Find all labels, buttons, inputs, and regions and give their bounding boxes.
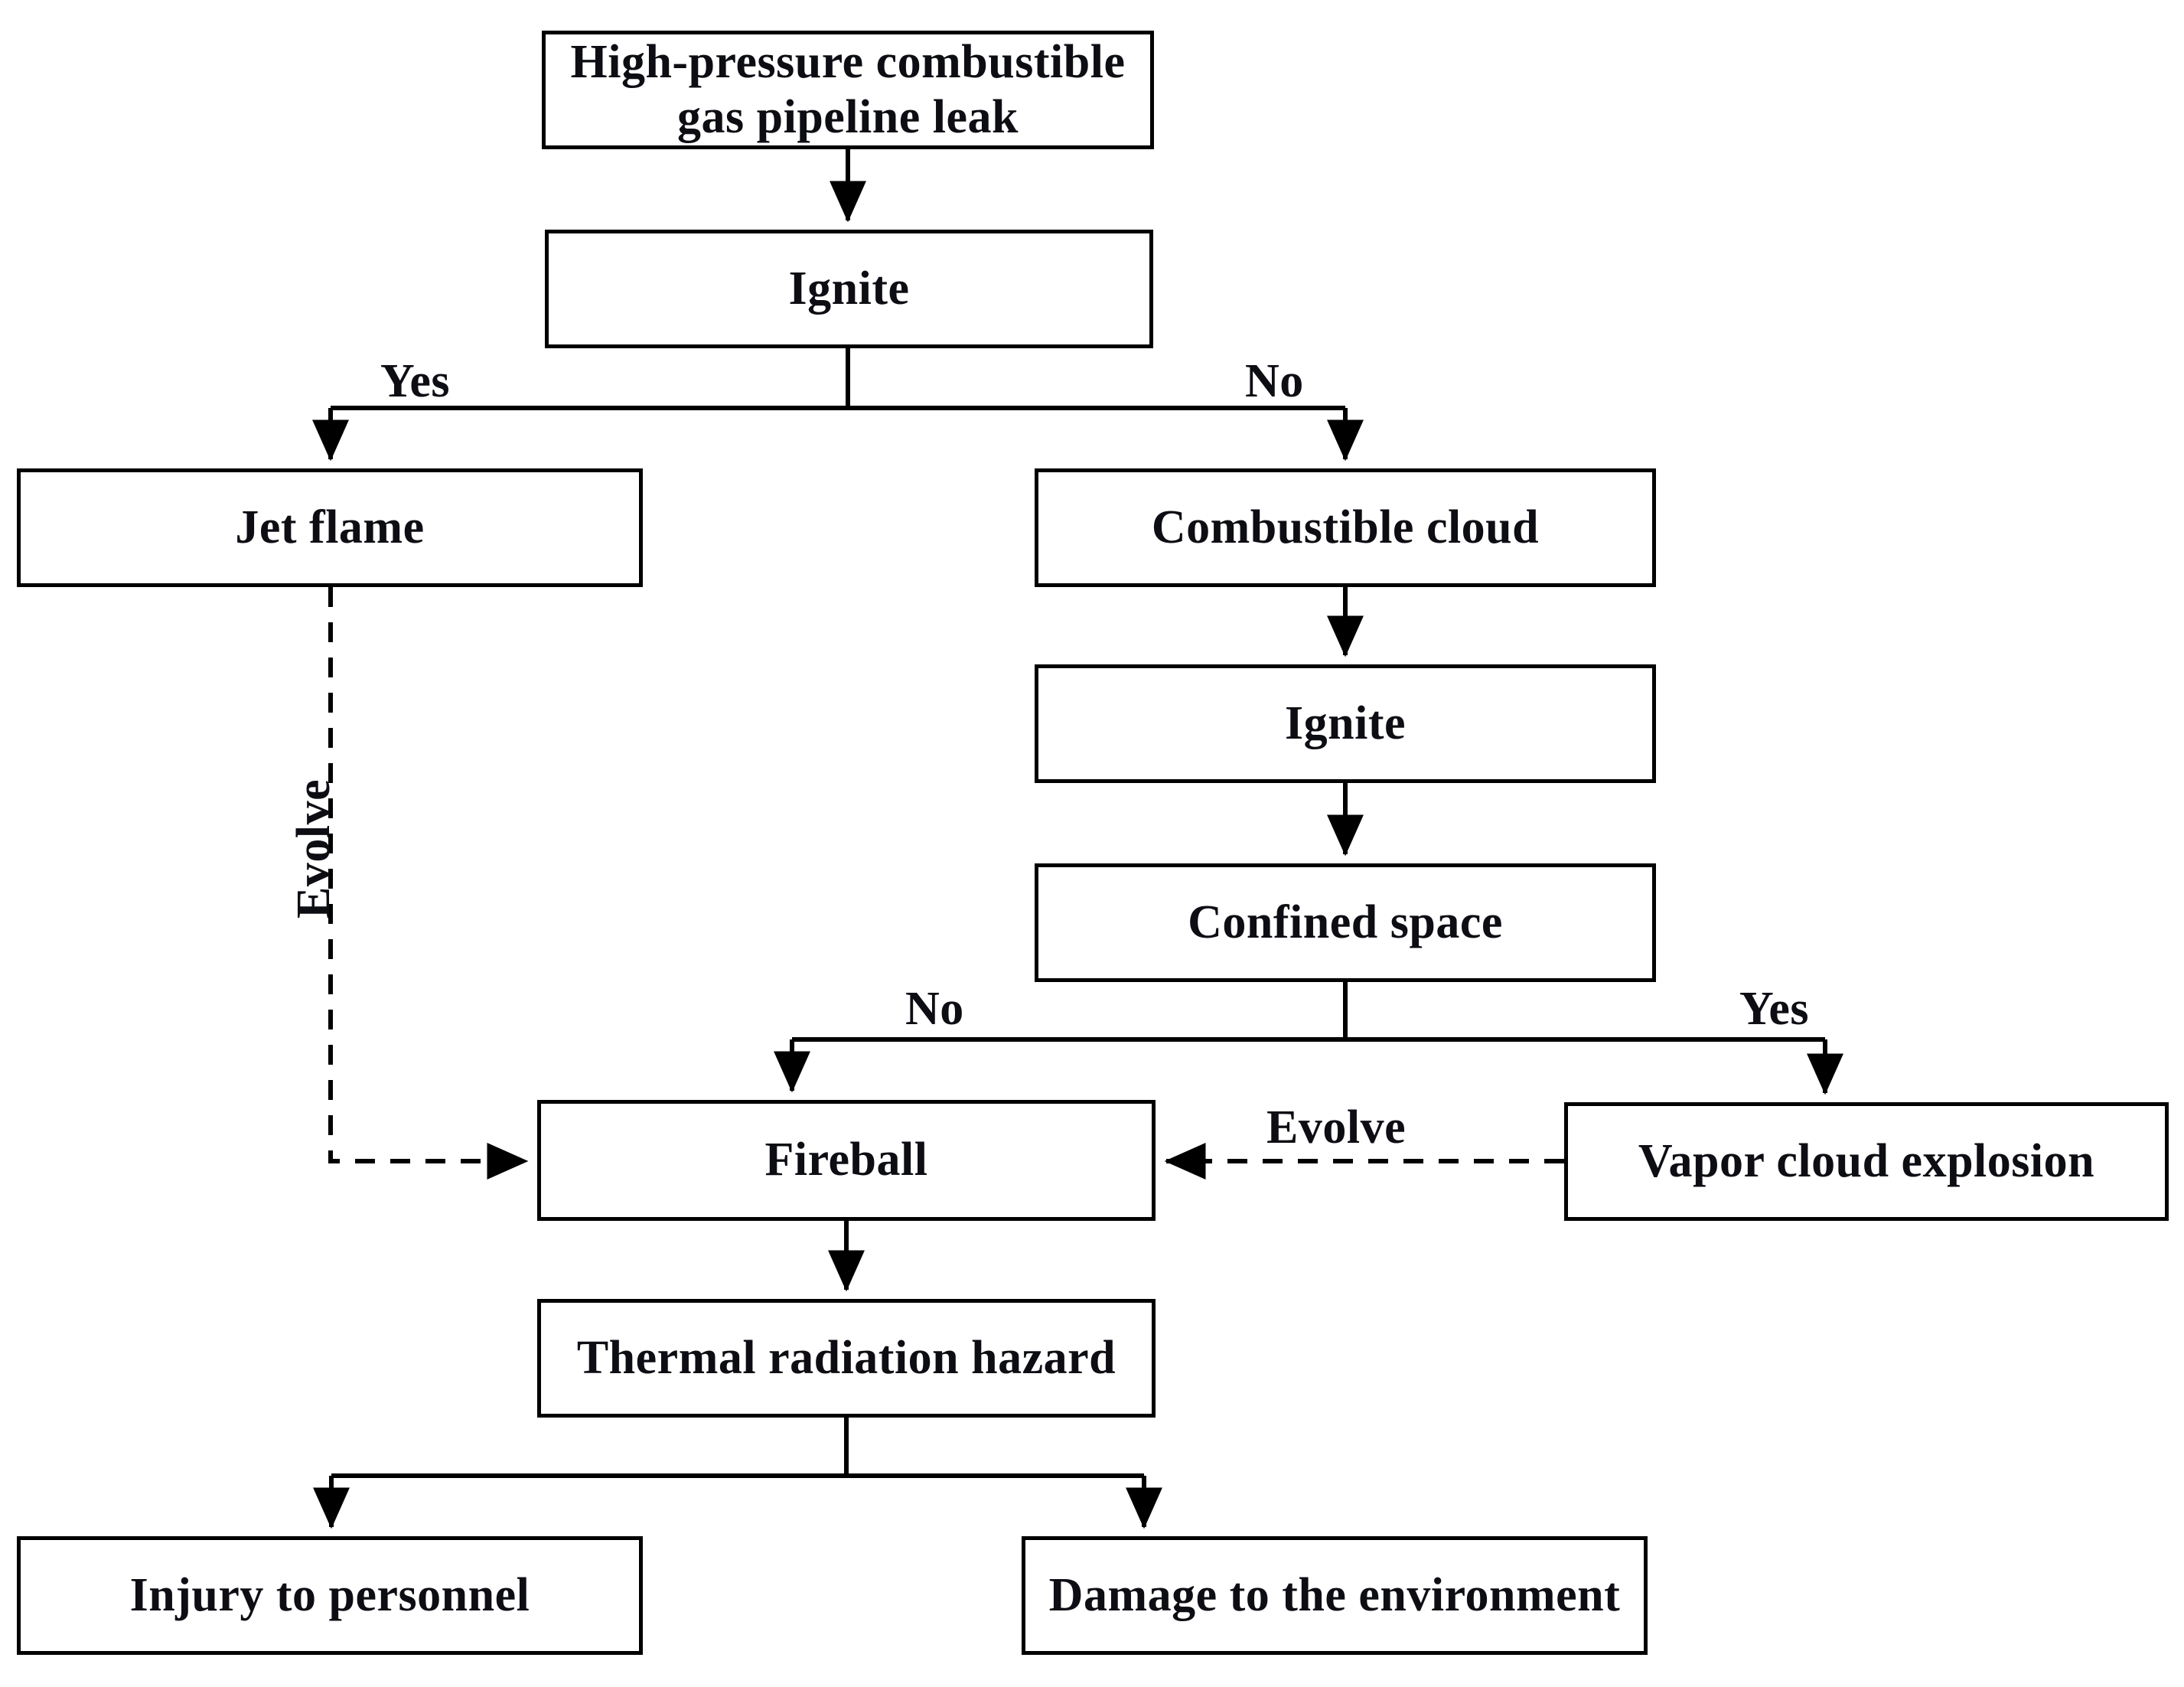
edge-label-no-ignite: No — [1245, 355, 1304, 407]
node-ignite-2[interactable]: Ignite — [1035, 664, 1656, 783]
node-ignite-1-label: Ignite — [788, 262, 910, 315]
node-ignite-1[interactable]: Ignite — [545, 230, 1153, 348]
node-fireball-label: Fireball — [764, 1134, 928, 1186]
node-leak[interactable]: High-pressure combustible gas pipeline l… — [542, 31, 1154, 149]
edge-label-evolve-vapor-cloud-explosion: Evolve — [1266, 1101, 1407, 1153]
node-combustible-cloud[interactable]: Combustible cloud — [1035, 468, 1656, 587]
node-injury-to-personnel[interactable]: Injury to personnel — [17, 1536, 643, 1655]
node-jet-flame[interactable]: Jet flame — [17, 468, 643, 587]
node-fireball[interactable]: Fireball — [537, 1100, 1156, 1221]
node-vapor-cloud-explosion-label: Vapor cloud explosion — [1638, 1134, 2095, 1187]
node-leak-label: High-pressure combustible gas pipeline l… — [570, 36, 1126, 143]
node-thermal-radiation-hazard[interactable]: Thermal radiation hazard — [537, 1299, 1156, 1418]
node-combustible-cloud-label: Combustible cloud — [1151, 501, 1540, 553]
node-jet-flame-label: Jet flame — [235, 501, 425, 553]
edge-label-yes-confined-space: Yes — [1739, 983, 1810, 1035]
node-confined-space[interactable]: Confined space — [1035, 863, 1656, 982]
node-vapor-cloud-explosion[interactable]: Vapor cloud explosion — [1564, 1102, 2169, 1221]
node-confined-space-label: Confined space — [1188, 896, 1503, 948]
edge-label-evolve-jet-flame: Evolve — [288, 778, 340, 919]
node-thermal-radiation-hazard-label: Thermal radiation hazard — [576, 1331, 1116, 1384]
node-ignite-2-label: Ignite — [1285, 697, 1406, 749]
node-damage-to-environment[interactable]: Damage to the environment — [1022, 1536, 1648, 1655]
node-injury-to-personnel-label: Injury to personnel — [129, 1568, 530, 1621]
node-damage-to-environment-label: Damage to the environment — [1048, 1568, 1621, 1621]
edge-label-no-confined-space: No — [905, 983, 964, 1035]
edge-jetflame-to-fireball-evolve — [328, 587, 529, 1180]
edge-label-yes-ignite: Yes — [380, 355, 451, 407]
